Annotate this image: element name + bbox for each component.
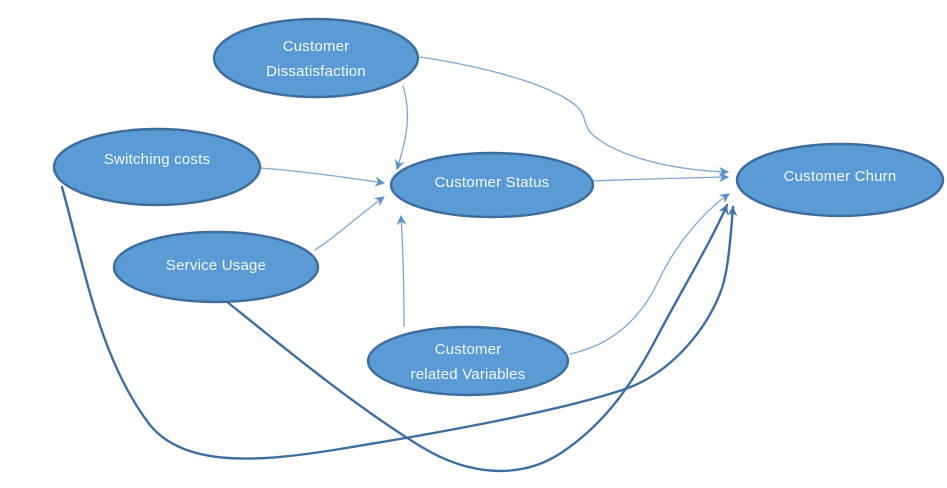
edge-customer-status-to-customer-churn[interactable] — [592, 172, 729, 183]
edge-customer-related-variables-to-customer-churn[interactable] — [569, 193, 730, 355]
edge-customer-related-variables-to-customer-status[interactable] — [396, 215, 407, 327]
customer-status-label: Customer Status — [435, 174, 550, 191]
customer-status-label-line: Customer Status — [435, 174, 550, 191]
service-usage-label-line: Service Usage — [166, 257, 266, 274]
switching-costs-label-line: Switching costs — [104, 151, 210, 168]
customer-dissatisfaction-label-line: Customer — [283, 38, 350, 55]
node-customer-related-variables[interactable]: Customer related Variables — [366, 325, 570, 397]
customer-dissatisfaction-ellipse[interactable] — [212, 17, 420, 99]
customer-related-variables-label: Customer related Variables — [411, 341, 526, 383]
customer-related-variables-label-line: Customer — [435, 341, 502, 358]
customer-churn-label: Customer Churn — [784, 168, 897, 185]
switching-costs-label: Switching costs — [104, 151, 210, 168]
edge-switching-costs-to-customer-churn[interactable] — [60, 185, 738, 460]
edge-customer-dissatisfaction-to-customer-churn[interactable] — [419, 56, 729, 177]
customer-churn-ellipse[interactable] — [735, 142, 945, 218]
customer-churn-label-line: Customer Churn — [784, 168, 897, 185]
node-service-usage[interactable]: Service Usage — [112, 230, 320, 304]
customer-related-variables-ellipse[interactable] — [366, 325, 570, 397]
edge-switching-costs-to-customer-status[interactable] — [259, 167, 385, 187]
service-usage-ellipse[interactable] — [112, 230, 320, 304]
edge-service-usage-to-customer-status[interactable] — [314, 196, 385, 251]
customer-status-ellipse[interactable] — [389, 151, 595, 219]
customer-related-variables-label-line: related Variables — [411, 366, 526, 383]
edge-service-usage-to-customer-churn[interactable] — [224, 203, 729, 473]
edge-customer-dissatisfaction-to-customer-status[interactable] — [394, 85, 409, 170]
service-usage-label: Service Usage — [166, 257, 266, 274]
node-switching-costs[interactable]: Switching costs — [52, 127, 262, 207]
switching-costs-ellipse[interactable] — [52, 127, 262, 207]
node-customer-status[interactable]: Customer Status — [389, 151, 595, 219]
node-customer-churn[interactable]: Customer Churn — [735, 142, 945, 218]
customer-dissatisfaction-label-line: Dissatisfaction — [266, 63, 366, 80]
